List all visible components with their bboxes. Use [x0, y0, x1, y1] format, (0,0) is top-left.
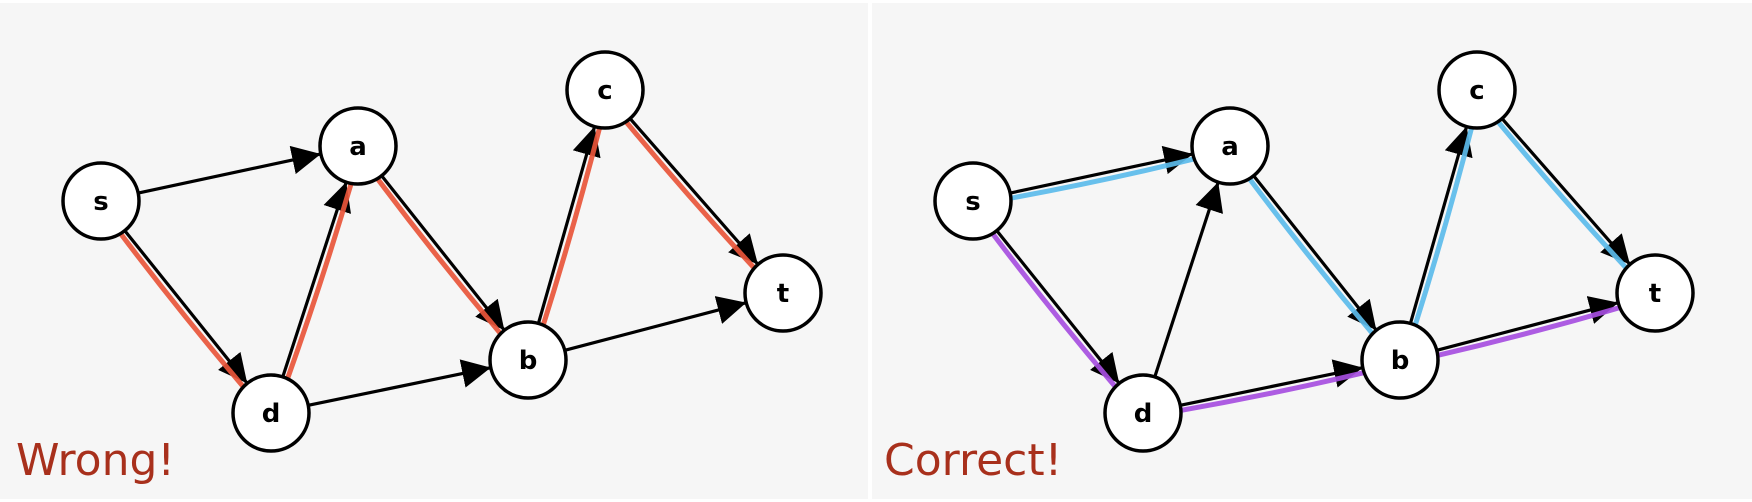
node-circle-a — [1190, 106, 1270, 186]
highlight-segment-a-b — [1244, 173, 1379, 341]
node-circle-c — [565, 50, 645, 130]
highlight-path-2 — [987, 228, 1628, 414]
node-circle-d — [1103, 373, 1183, 453]
highlight-path-1 — [1004, 116, 1633, 341]
edge-b-c — [1408, 126, 1473, 324]
edge-d-b — [307, 359, 492, 407]
node-circle-t — [1615, 253, 1695, 333]
highlight-segment-a-b — [372, 173, 507, 341]
edge-d-a — [281, 181, 351, 378]
node-s: s — [933, 161, 1013, 241]
highlight-segment-b-c — [539, 119, 604, 332]
node-circle-c — [1437, 50, 1517, 130]
highlight-segment-b-c — [1411, 119, 1476, 332]
node-circle-b — [488, 320, 568, 400]
highlight-segment-d-a — [283, 175, 356, 385]
node-circle-s — [933, 161, 1013, 241]
node-circle-b — [1360, 320, 1440, 400]
node-circle-t — [743, 253, 823, 333]
node-c: c — [565, 50, 645, 130]
edge-s-a — [137, 145, 322, 195]
node-label-d: d — [1134, 399, 1153, 429]
edge-s-a — [1009, 145, 1194, 195]
highlight-segment-d-b — [1174, 368, 1373, 414]
highlight-segment-c-t — [1493, 116, 1633, 275]
node-d: d — [231, 373, 311, 453]
node-circle-a — [318, 106, 398, 186]
highlight-segment-c-t — [621, 116, 761, 275]
node-circle-d — [231, 373, 311, 453]
node-c: c — [1437, 50, 1517, 130]
node-a: a — [1190, 106, 1270, 186]
edge-c-t — [628, 117, 760, 266]
edge-d-a — [1153, 181, 1223, 378]
node-label-a: a — [1221, 132, 1239, 162]
node-label-t: t — [1649, 279, 1661, 309]
node-label-d: d — [262, 399, 281, 429]
node-label-b: b — [519, 346, 538, 376]
node-label-s: s — [965, 187, 980, 217]
node-label-t: t — [777, 279, 789, 309]
edges — [123, 117, 760, 407]
edge-s-d — [995, 229, 1121, 385]
node-label-s: s — [93, 187, 108, 217]
highlight-segment-s-d — [115, 228, 250, 394]
node-t: t — [1615, 253, 1695, 333]
edge-a-b — [1252, 174, 1378, 332]
edge-b-t — [1436, 296, 1619, 352]
highlight-segment-b-t — [1431, 303, 1628, 359]
edge-d-b — [1179, 359, 1364, 407]
node-label-a: a — [349, 132, 367, 162]
node-label-b: b — [1391, 346, 1410, 376]
highlight-segment-s-d — [987, 228, 1122, 394]
node-b: b — [488, 320, 568, 400]
node-b: b — [1360, 320, 1440, 400]
node-label-c: c — [1469, 76, 1484, 106]
edge-c-t — [1500, 117, 1632, 266]
node-a: a — [318, 106, 398, 186]
node-s: s — [61, 161, 141, 241]
edge-b-t — [564, 296, 747, 352]
node-label-c: c — [597, 76, 612, 106]
verdict-label: Correct! — [884, 435, 1062, 486]
node-t: t — [743, 253, 823, 333]
edge-s-d — [123, 229, 249, 385]
verdict-label: Wrong! — [16, 435, 175, 486]
node-circle-s — [61, 161, 141, 241]
edge-a-b — [380, 174, 506, 332]
highlight-segment-s-a — [1004, 155, 1203, 202]
highlight-path-1 — [115, 116, 761, 394]
edge-b-c — [536, 126, 601, 324]
node-d: d — [1103, 373, 1183, 453]
edges — [995, 117, 1632, 407]
